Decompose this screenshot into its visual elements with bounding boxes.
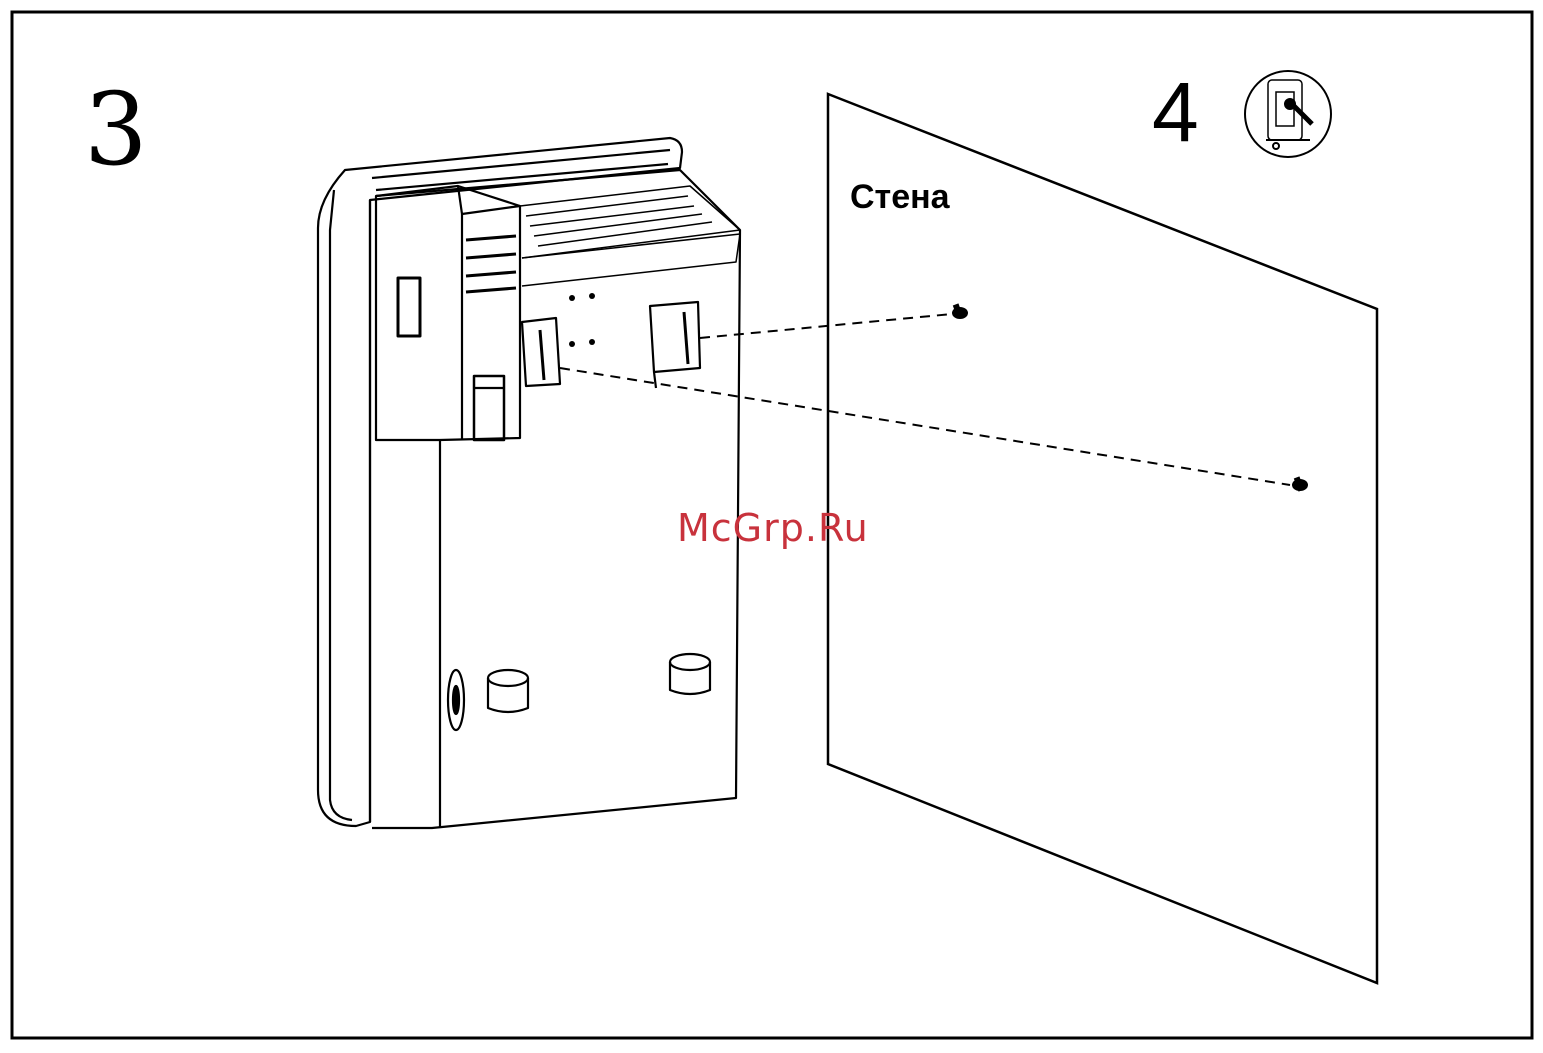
heater-rim-inner bbox=[330, 190, 352, 820]
heater-front-rim bbox=[318, 138, 682, 826]
step-number-3: 3 bbox=[84, 80, 148, 180]
upper-guide-line bbox=[700, 314, 952, 338]
heater-foot-right bbox=[670, 654, 710, 694]
wall-label: Стена bbox=[850, 178, 950, 217]
heater-side-slits bbox=[466, 236, 516, 292]
heater-unit bbox=[318, 138, 740, 828]
heater-vent-grille bbox=[520, 186, 740, 286]
heater-control-knob bbox=[474, 376, 504, 440]
step-number-4: 4 bbox=[1152, 70, 1199, 154]
heater-power-switch bbox=[398, 278, 420, 336]
heater-cord-clip bbox=[448, 670, 464, 730]
heater-screw-holes bbox=[569, 293, 595, 347]
screwdriver-mount-icon bbox=[1245, 71, 1331, 157]
lower-guide-line bbox=[560, 368, 1290, 485]
heater-foot-left bbox=[488, 670, 528, 712]
heater-back-panel bbox=[372, 170, 740, 828]
mounting-guide-lines bbox=[560, 314, 1290, 485]
wall-screw-lower bbox=[1292, 476, 1308, 491]
wall-screw-upper bbox=[952, 303, 968, 319]
wall-panel bbox=[828, 94, 1377, 983]
heater-right-mount-bracket bbox=[650, 302, 700, 372]
watermark-text: McGrp.Ru bbox=[677, 506, 869, 550]
